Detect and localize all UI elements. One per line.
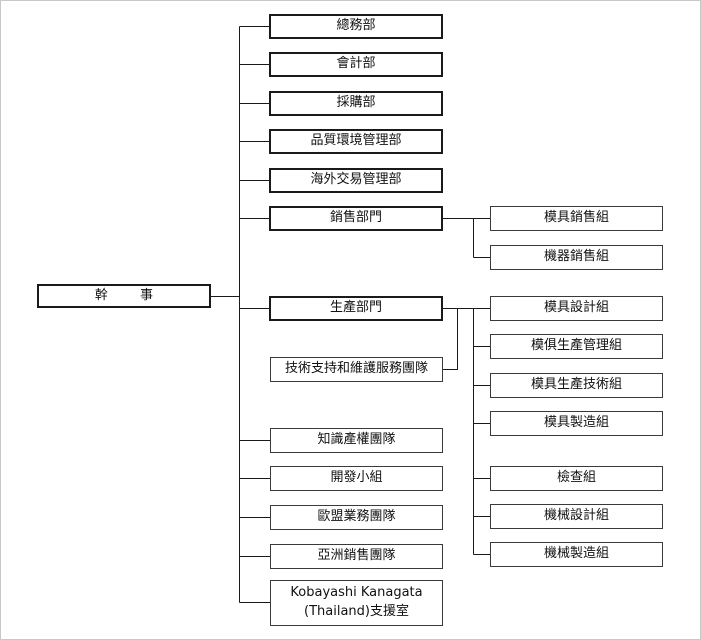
group-label: 模具製造組 xyxy=(543,415,609,431)
group-machine-design: 機械設計組 xyxy=(490,504,663,529)
group-mold-manufacturing: 模具製造組 xyxy=(490,411,663,436)
root-node: 幹 事 xyxy=(37,284,211,308)
team-dev-group: 開發小組 xyxy=(270,466,443,491)
dept-production: 生產部門 xyxy=(269,296,443,321)
dept-overseas-trade: 海外交易管理部 xyxy=(269,168,443,193)
team-label-line2: (Thailand)支援室 xyxy=(304,604,409,619)
dept-quality-env: 品質環境管理部 xyxy=(269,129,443,154)
group-label: 模具銷售組 xyxy=(543,210,609,226)
group-machine-sales: 機器銷售組 xyxy=(490,245,663,270)
dept-general-affairs: 總務部 xyxy=(269,14,443,39)
team-tech-support: 技術支持和維護服務團隊 xyxy=(270,357,443,382)
team-label: 開發小組 xyxy=(330,470,383,486)
team-label: 知識產權團隊 xyxy=(317,432,396,448)
group-label: 模具設計組 xyxy=(543,300,609,316)
team-label: 歐盟業務團隊 xyxy=(317,509,396,525)
dept-label: 銷售部門 xyxy=(329,210,382,226)
group-mold-prod-tech: 模具生產技術組 xyxy=(490,373,663,398)
team-eu-business: 歐盟業務團隊 xyxy=(270,505,443,530)
group-mold-sales: 模具銷售組 xyxy=(490,206,663,231)
dept-purchasing: 採購部 xyxy=(269,91,443,116)
team-label: 技術支持和維護服務團隊 xyxy=(284,361,428,377)
dept-label: 海外交易管理部 xyxy=(310,172,402,188)
group-label: 檢查組 xyxy=(556,470,596,486)
team-thailand-office: Kobayashi Kanagata (Thailand)支援室 xyxy=(270,580,443,626)
team-ip: 知識產權團隊 xyxy=(270,428,443,453)
dept-label: 會計部 xyxy=(336,56,376,72)
team-asia-sales: 亞洲銷售團隊 xyxy=(270,544,443,569)
group-label: 模俱生產管理組 xyxy=(530,338,622,354)
dept-label: 品質環境管理部 xyxy=(310,133,402,149)
dept-label: 生產部門 xyxy=(329,300,382,316)
group-label: 模具生產技術組 xyxy=(530,377,622,393)
tech-support-link xyxy=(443,308,458,370)
dept-sales: 銷售部門 xyxy=(269,206,443,231)
dept-accounting: 會計部 xyxy=(269,52,443,77)
team-label: 亞洲銷售團隊 xyxy=(317,548,396,564)
dept-label: 總務部 xyxy=(336,18,376,34)
group-label: 機械製造組 xyxy=(543,546,609,562)
group-machine-manufacturing: 機械製造組 xyxy=(490,542,663,567)
group-mold-prod-mgmt: 模俱生產管理組 xyxy=(490,334,663,359)
dept-label: 採購部 xyxy=(336,95,376,111)
group-mold-design: 模具設計組 xyxy=(490,296,663,321)
team-label-line1: Kobayashi Kanagata xyxy=(290,585,423,601)
group-inspection: 檢查組 xyxy=(490,466,663,491)
group-label: 機械設計組 xyxy=(543,508,609,524)
group-label: 機器銷售組 xyxy=(543,249,609,265)
root-label: 幹 事 xyxy=(94,287,168,303)
